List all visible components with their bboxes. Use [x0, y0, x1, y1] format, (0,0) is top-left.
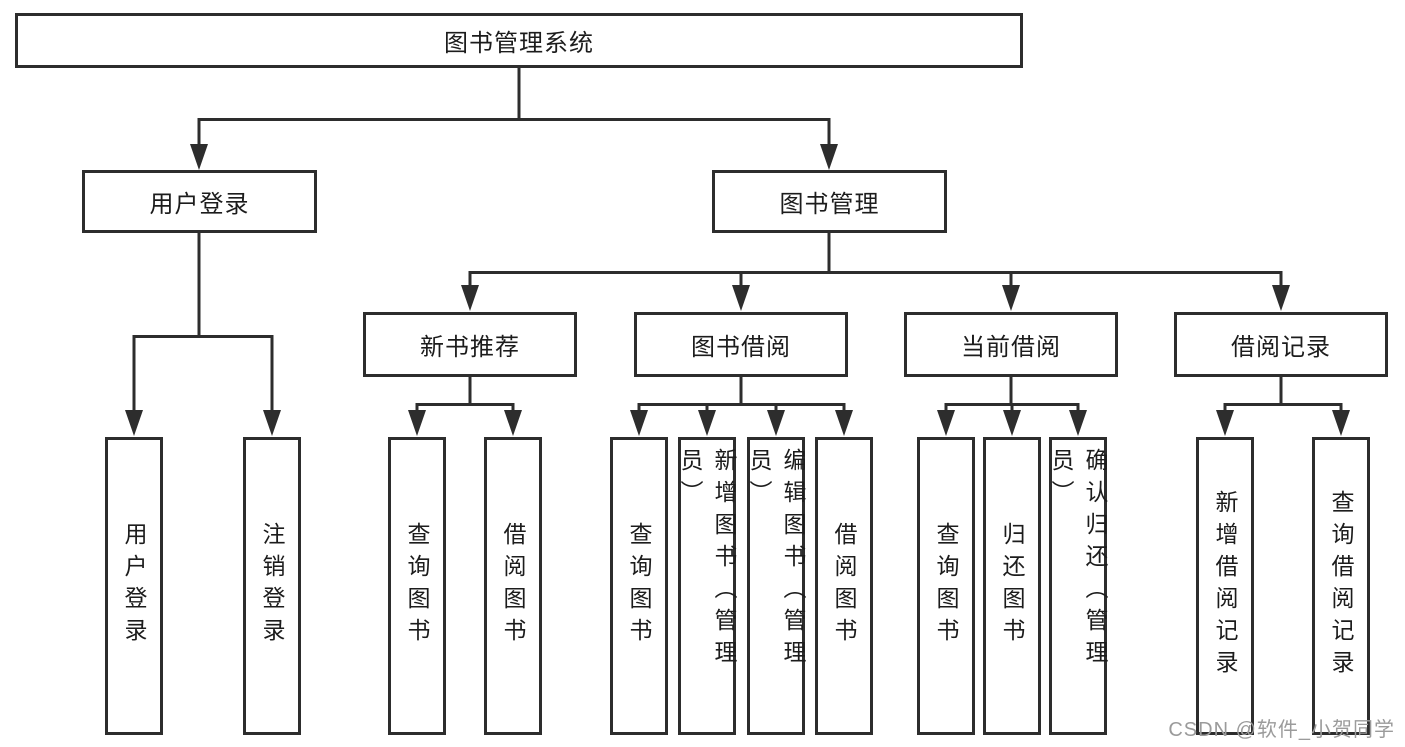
connector-lines: [132, 68, 1343, 413]
node-current-borrowing: 当前借阅: [904, 312, 1118, 377]
arrow-down-icon: [630, 410, 648, 436]
leaf-query-book-recommend: 查询图书: [388, 437, 446, 735]
node-borrowing-records: 借阅记录: [1174, 312, 1388, 377]
leaf-borrow-book-recommend: 借阅图书: [484, 437, 542, 735]
arrow-down-icon: [937, 410, 955, 436]
arrow-down-icon: [1002, 285, 1020, 311]
leaf-edit-book-admin: 编辑图书（管理员）: [746, 437, 806, 735]
leaf-query-borrow-record: 查询借阅记录: [1312, 437, 1370, 735]
arrow-down-icon: [820, 144, 838, 170]
arrowheads: [125, 144, 1350, 436]
node-book-borrowing: 图书借阅: [634, 312, 848, 377]
arrow-down-icon: [1272, 285, 1290, 311]
csdn-watermark: CSDN @软件_小贺同学: [1168, 719, 1395, 741]
leaf-user-login: 用户登录: [105, 437, 163, 735]
leaf-query-book-borrowing: 查询图书: [610, 437, 668, 735]
connector-root-to-level2: [197, 68, 831, 146]
connector-newbookrec-to-leaves: [415, 377, 515, 413]
arrow-down-icon: [504, 410, 522, 436]
arrow-down-icon: [698, 410, 716, 436]
connector-bookborrow-to-leaves: [637, 377, 846, 413]
leaf-return-book: 归还图书: [983, 437, 1041, 735]
connector-currentborrow-to-leaves: [944, 377, 1080, 413]
arrow-down-icon: [125, 410, 143, 436]
node-library-system: 图书管理系统: [15, 13, 1023, 68]
arrow-down-icon: [1003, 410, 1021, 436]
arrow-down-icon: [190, 144, 208, 170]
leaf-query-book-current: 查询图书: [917, 437, 975, 735]
arrow-down-icon: [767, 410, 785, 436]
arrow-down-icon: [461, 285, 479, 311]
arrow-down-icon: [408, 410, 426, 436]
node-new-book-recommend: 新书推荐: [363, 312, 577, 377]
arrow-down-icon: [1332, 410, 1350, 436]
arrow-down-icon: [263, 410, 281, 436]
connector-userlogin-to-leaves: [132, 233, 274, 412]
arrow-down-icon: [1069, 410, 1087, 436]
arrow-down-icon: [835, 410, 853, 436]
connector-bookmgmt-to-level3: [468, 233, 1283, 287]
leaf-logout: 注销登录: [243, 437, 301, 735]
leaf-add-book-admin: 新增图书（管理员）: [677, 437, 737, 735]
leaf-add-borrow-record: 新增借阅记录: [1196, 437, 1254, 735]
node-user-login: 用户登录: [82, 170, 317, 233]
connector-borrowrecords-to-leaves: [1223, 377, 1343, 413]
leaf-borrow-book: 借阅图书: [815, 437, 873, 735]
arrow-down-icon: [1216, 410, 1234, 436]
node-book-management: 图书管理: [712, 170, 947, 233]
leaf-confirm-return-admin: 确认归还（管理员）: [1048, 437, 1108, 735]
arrow-down-icon: [732, 285, 750, 311]
